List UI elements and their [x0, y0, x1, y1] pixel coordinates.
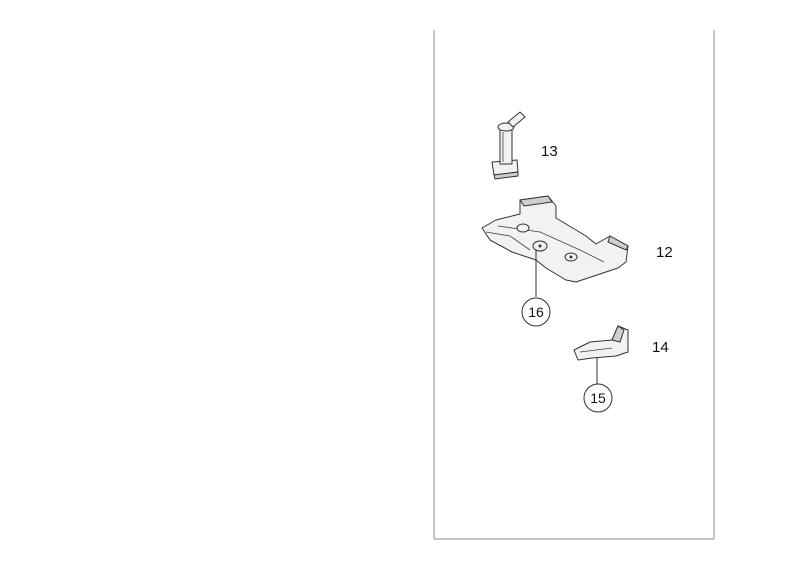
- part-14-drawing: [573, 325, 629, 361]
- part-12-drawing: [481, 195, 629, 283]
- diagram-frame: [433, 30, 715, 540]
- label-14: 14: [652, 339, 669, 356]
- callout-15: 15: [583, 383, 613, 413]
- callout-16: 16: [521, 297, 551, 327]
- label-12: 12: [656, 244, 673, 261]
- label-13: 13: [541, 143, 558, 160]
- part-13-drawing: [491, 111, 526, 180]
- callout-15-label: 15: [590, 390, 606, 406]
- callout-16-label: 16: [528, 304, 544, 320]
